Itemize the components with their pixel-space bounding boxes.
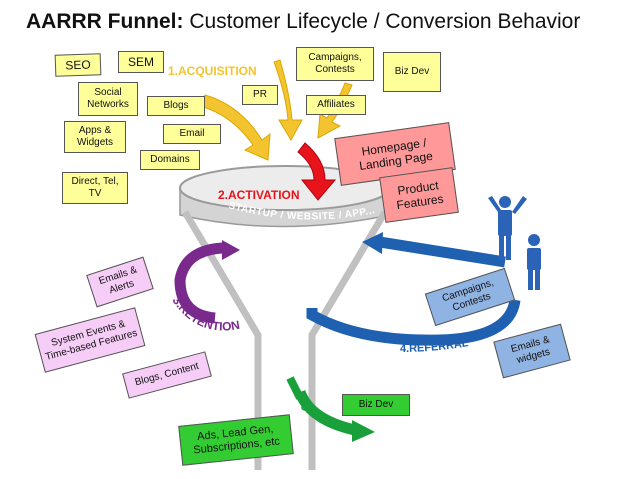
note-pr: PR	[242, 85, 278, 105]
note-domains: Domains	[140, 150, 200, 170]
acquisition-label: 1.ACQUISITION	[168, 64, 257, 78]
revenue-arrow	[286, 376, 375, 442]
note-sem: SEM	[118, 51, 164, 73]
note-campaigns-contests: Campaigns, Contests	[296, 47, 374, 81]
note-direct-tel-tv: Direct, Tel, TV	[62, 172, 128, 204]
note-social-networks: Social Networks	[78, 82, 138, 116]
note-email: Email	[163, 124, 221, 144]
note-biz-dev-revenue: Biz Dev	[342, 394, 410, 416]
note-apps-widgets: Apps & Widgets	[64, 121, 126, 153]
retention-loop	[174, 240, 240, 324]
title-rest: Customer Lifecycle / Conversion Behavior	[189, 10, 581, 33]
note-blogs: Blogs	[147, 96, 205, 116]
note-biz-dev-top: Biz Dev	[383, 52, 441, 92]
activation-label: 2.ACTIVATION	[218, 188, 300, 202]
people-icon	[488, 196, 541, 290]
note-affiliates: Affiliates	[306, 95, 366, 115]
activation-arrow	[297, 142, 337, 201]
title-bold: AARRR Funnel:	[26, 10, 184, 33]
referral-loop	[306, 232, 521, 346]
diagram-title: AARRR Funnel: Customer Lifecycle / Conve…	[26, 10, 580, 34]
note-seo: SEO	[54, 53, 102, 77]
